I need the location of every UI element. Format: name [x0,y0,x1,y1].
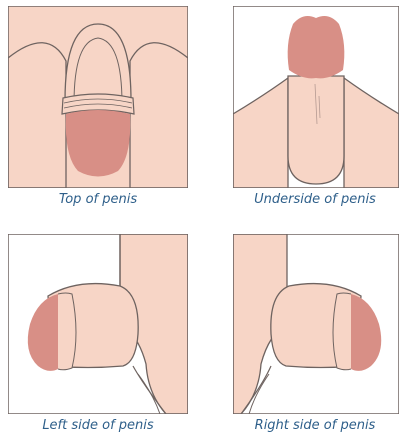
penis-underside-view-icon [233,6,399,188]
left-side-view-panel [8,234,188,414]
penis-right-side-view-icon [233,234,399,414]
left-side-view-caption: Left side of penis [8,418,188,433]
right-side-view-caption: Right side of penis [225,418,405,433]
underside-view-caption: Underside of penis [225,192,405,207]
top-view-caption: Top of penis [8,192,188,207]
right-side-view-panel [233,234,399,414]
penis-top-view-icon [8,6,188,188]
penis-left-side-view-icon [8,234,188,414]
underside-view-panel [233,6,399,188]
top-view-panel [8,6,188,188]
